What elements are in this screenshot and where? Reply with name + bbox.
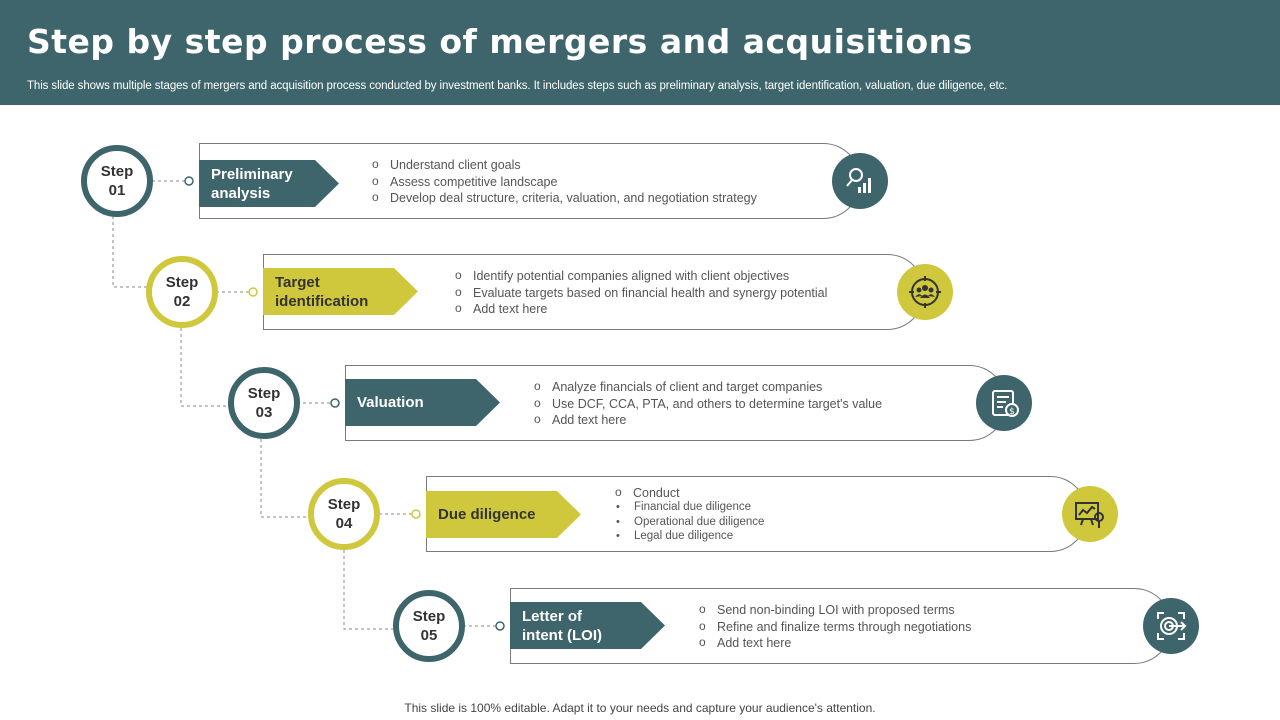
step-subbullets-4: Financial due diligence Operational due … (615, 500, 764, 544)
step-circle-4: Step 04 (308, 478, 380, 550)
step-word: Step (412, 608, 446, 625)
bullet-item: Refine and finalize terms through negoti… (699, 618, 971, 636)
connector-dot-5 (495, 621, 505, 631)
bullet-item: Analyze financials of client and target … (534, 378, 882, 396)
step-label-line1: Due diligence (438, 506, 536, 523)
presentation-search-icon (1062, 486, 1118, 542)
step-bullets-1: Understand client goals Assess competiti… (372, 156, 757, 207)
step-bullets-2: Identify potential companies aligned wit… (455, 267, 827, 318)
bullet-item: Assess competitive landscape (372, 173, 757, 191)
step-circle-3: Step 03 (228, 367, 300, 439)
bullet-item: Add text here (455, 300, 827, 318)
step-label-line1: Letter of (522, 607, 582, 625)
step-label-line1: Target (275, 273, 320, 291)
step-label-3: Valuation (345, 379, 500, 426)
step-label-line2: identification (275, 292, 369, 310)
connector-dot-1 (184, 176, 194, 186)
step-number: 04 (335, 515, 353, 532)
sub-bullet-item: Financial due diligence (615, 500, 764, 515)
step-number: 05 (420, 627, 438, 644)
connector-dot-3 (330, 398, 340, 408)
bullet-item: Identify potential companies aligned wit… (455, 267, 827, 285)
step-word: Step (100, 163, 134, 180)
svg-text:$: $ (1009, 407, 1015, 417)
step-number: 03 (255, 404, 273, 421)
sub-bullet-item: Operational due diligence (615, 515, 764, 530)
target-group-icon (897, 264, 953, 320)
analysis-chart-icon (832, 153, 888, 209)
connector-dot-4 (411, 509, 421, 519)
step-bullets-4: Conduct (615, 484, 680, 502)
step-bullets-3: Analyze financials of client and target … (534, 378, 882, 429)
bullet-item: Use DCF, CCA, PTA, and others to determi… (534, 395, 882, 413)
bullet-item: Evaluate targets based on financial heal… (455, 284, 827, 302)
step-circle-5: Step 05 (393, 590, 465, 662)
connector-dot-2 (248, 287, 258, 297)
step-label-4: Due diligence (426, 491, 581, 538)
step-bullets-5: Send non-binding LOI with proposed terms… (699, 601, 971, 652)
step-label-line1: Valuation (357, 394, 424, 411)
sub-bullet-item: Legal due diligence (615, 529, 764, 544)
step-circle-2: Step 02 (146, 256, 218, 328)
valuation-document-icon: $ (976, 375, 1032, 431)
step-label-line2: analysis (211, 184, 271, 202)
bullet-item: Conduct (615, 484, 680, 502)
step-label-line2: intent (LOI) (522, 626, 602, 644)
page-title: Step by step process of mergers and acqu… (27, 22, 973, 61)
step-word: Step (247, 385, 281, 402)
bullet-item: Send non-binding LOI with proposed terms (699, 601, 971, 619)
bullet-item: Understand client goals (372, 156, 757, 174)
step-label-line1: Preliminary (211, 165, 293, 183)
bullet-item: Develop deal structure, criteria, valuat… (372, 189, 757, 207)
step-word: Step (327, 496, 361, 513)
step-circle-1: Step 01 (81, 145, 153, 217)
bullet-item: Add text here (699, 634, 971, 652)
step-number: 01 (108, 182, 126, 199)
step-number: 02 (173, 293, 191, 310)
bullet-item: Add text here (534, 411, 882, 429)
header-banner: Step by step process of mergers and acqu… (0, 0, 1280, 105)
target-arrow-icon (1143, 598, 1199, 654)
footer-note: This slide is 100% editable. Adapt it to… (404, 701, 876, 715)
step-word: Step (165, 274, 199, 291)
page-subtitle: This slide shows multiple stages of merg… (27, 80, 1008, 92)
